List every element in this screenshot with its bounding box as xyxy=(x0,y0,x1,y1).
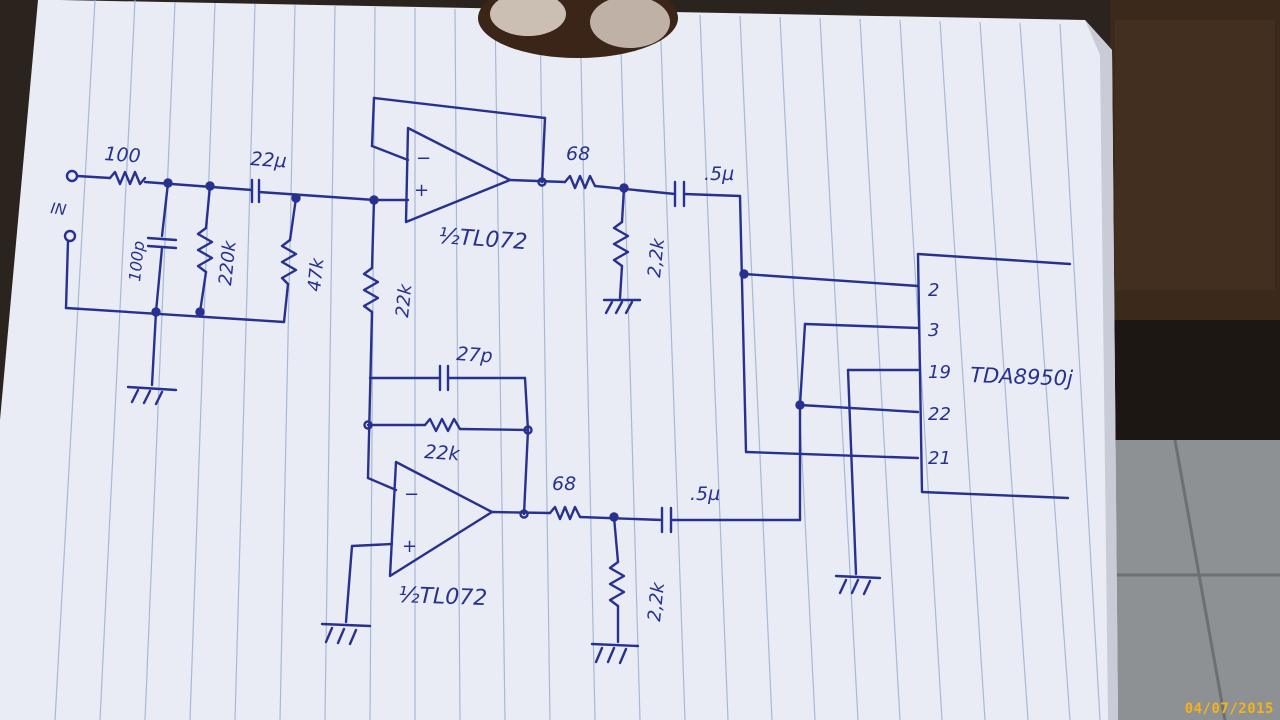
label-opamp1-plus: + xyxy=(414,180,429,201)
resistor-2k2-top xyxy=(612,220,630,268)
wire xyxy=(75,174,112,180)
resistor-68-bottom xyxy=(548,505,582,521)
label-pin-19: 19 xyxy=(928,362,951,383)
opamp-1 xyxy=(404,126,512,224)
notebook-page xyxy=(0,0,1118,720)
label-c-100p: 100p xyxy=(125,240,148,282)
resistor-100 xyxy=(108,170,147,186)
label-r-bias: 22k xyxy=(392,282,417,319)
ruled-lines xyxy=(54,0,1101,720)
label-opamp2-minus: − xyxy=(404,484,419,505)
fingernail-left xyxy=(490,0,566,36)
resistor-68-top xyxy=(563,174,597,190)
ground-symbol xyxy=(126,385,178,392)
label-ic: TDA8950j xyxy=(970,363,1074,391)
page-edge-shadow xyxy=(1085,20,1118,720)
ground-symbol xyxy=(590,642,640,648)
capacitor-100p xyxy=(146,236,178,242)
ground-symbol xyxy=(320,622,372,628)
label-c-out2: .5µ xyxy=(690,483,720,505)
label-r-load1: 2,2k xyxy=(644,236,669,279)
ground-terminal xyxy=(63,229,77,243)
label-c-in: 22µ xyxy=(250,148,288,172)
pin-3-wire xyxy=(803,322,920,330)
ground-symbol xyxy=(834,574,882,580)
cabinet-shadow xyxy=(1110,320,1280,440)
ic-tda8950 xyxy=(916,252,1072,500)
label-pin-21: 21 xyxy=(928,448,951,469)
label-opamp2-plus: + xyxy=(402,536,417,557)
label-r-fb: 22k xyxy=(424,441,462,465)
opamp-2 xyxy=(388,460,494,578)
label-c-out1: .5µ xyxy=(704,163,734,185)
label-r-in: 100 xyxy=(104,143,142,167)
schematic-labels: 100 22µ IN 100p 220k 47k − + ½TL072 68 .… xyxy=(49,143,1073,623)
resistor-220k xyxy=(196,226,214,274)
pin-21-wire xyxy=(744,450,920,460)
label-c-27p: 27p xyxy=(456,343,494,367)
date-stamp: 04/07/2015 xyxy=(1184,701,1274,717)
label-opamp2: ½TL072 xyxy=(398,583,488,611)
resistor-47k xyxy=(280,238,298,286)
label-r-load2: 2,2k xyxy=(644,580,669,623)
resistor-22k-feedback xyxy=(423,417,462,433)
tile-joint xyxy=(1173,439,1227,720)
label-r-47k: 47k xyxy=(304,256,329,293)
label-opamp1-minus: − xyxy=(416,148,431,169)
schematic xyxy=(63,96,1072,665)
label-input: IN xyxy=(49,199,67,219)
pin-2-wire xyxy=(742,272,920,288)
label-pin-3: 3 xyxy=(928,320,939,341)
pin-22-wire xyxy=(798,403,920,414)
label-r-out1: 68 xyxy=(566,143,590,165)
wire xyxy=(143,180,254,192)
fingernail-right xyxy=(590,0,670,48)
resistor-22k-bias xyxy=(362,266,380,314)
cabinet-panel xyxy=(1115,20,1275,290)
wire xyxy=(257,190,377,202)
label-pin-2: 2 xyxy=(928,280,939,301)
label-opamp1: ½TL072 xyxy=(438,224,529,255)
label-r-out2: 68 xyxy=(552,473,576,495)
resistor-2k2-bottom xyxy=(608,560,626,608)
label-pin-22: 22 xyxy=(928,404,951,425)
label-r-220k: 220k xyxy=(215,238,241,286)
floor-tiles xyxy=(1110,440,1280,720)
